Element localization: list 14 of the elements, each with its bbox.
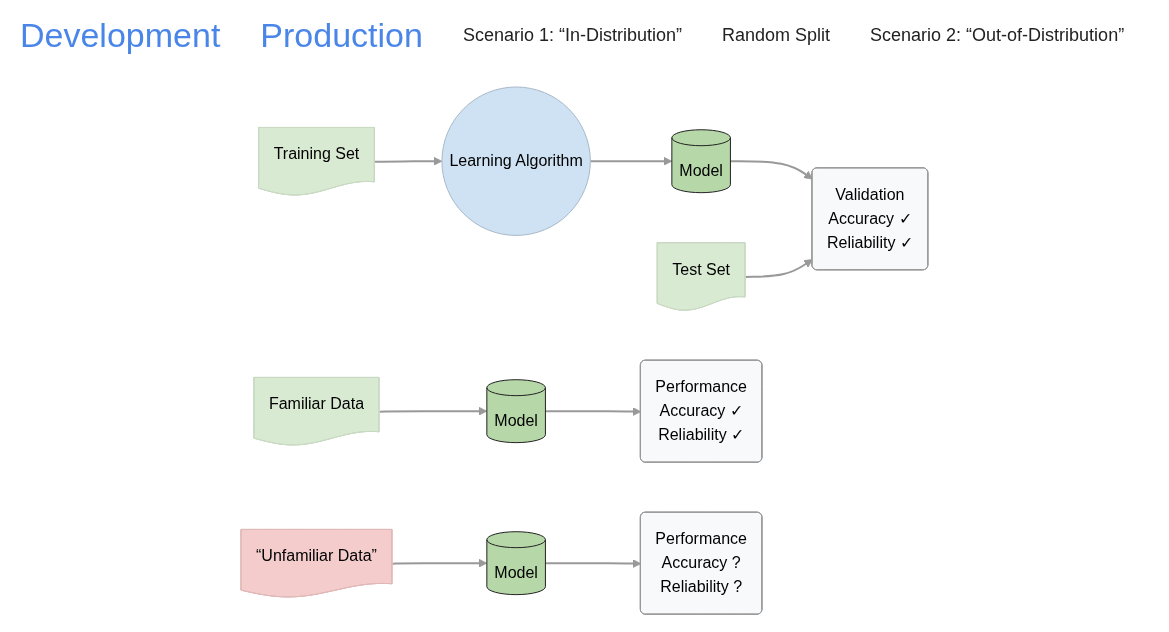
node-circle: Learning Algorithm: [441, 86, 591, 237]
arrow: [544, 407, 642, 417]
arrow: [378, 407, 488, 416]
arrow: [391, 559, 488, 568]
scenario-heading: Scenario 2: “Out-of-Distribution”: [870, 24, 1125, 46]
split-note: Random Split: [722, 24, 831, 46]
scenario-heading: Scenario 1: “In-Distribution”: [462, 24, 682, 46]
arrow: [373, 157, 443, 166]
arrow: [729, 160, 813, 180]
column-heading: Development: [20, 15, 221, 55]
arrow: [544, 559, 642, 569]
arrow: [744, 259, 813, 279]
column-heading: Production: [260, 15, 423, 55]
arrow: [589, 157, 673, 166]
